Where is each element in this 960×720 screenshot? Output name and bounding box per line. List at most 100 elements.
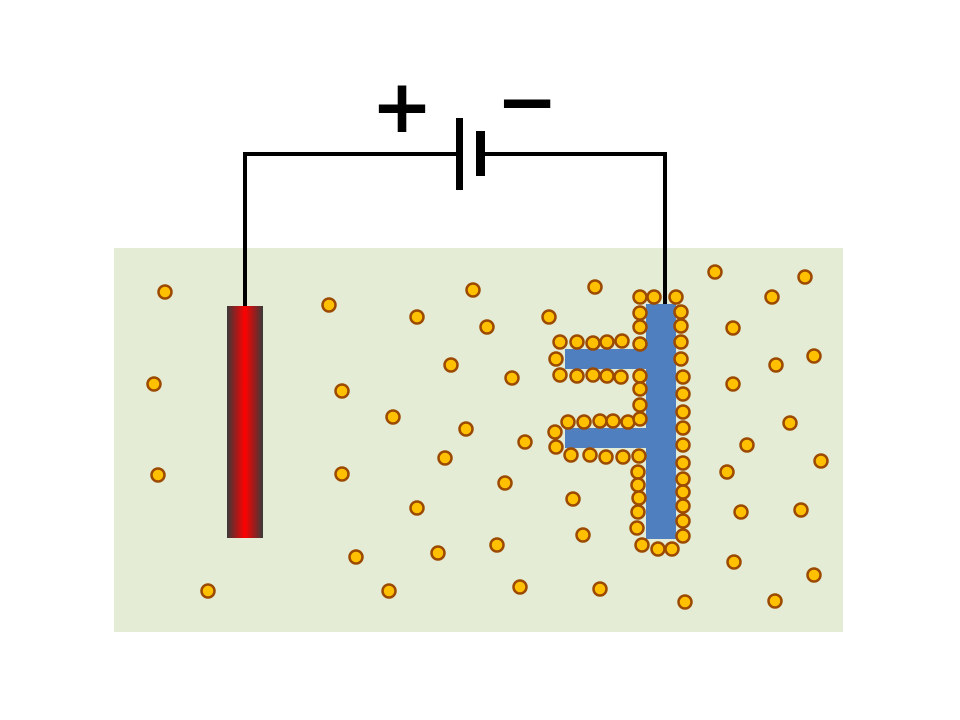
anode-electrode — [227, 306, 263, 538]
metal-ion — [793, 502, 809, 518]
battery-positive-plate — [456, 118, 463, 190]
wire-cathode — [480, 152, 667, 304]
metal-ion — [321, 297, 337, 313]
electrolyte-tank — [114, 248, 843, 632]
metal-ion — [719, 464, 735, 480]
deposited-metal-ion — [632, 319, 648, 335]
deposited-metal-ion — [569, 334, 585, 350]
metal-ion — [764, 289, 780, 305]
cathode-object — [565, 304, 676, 539]
metal-ion — [430, 545, 446, 561]
metal-ions — [146, 264, 829, 610]
metal-ion — [767, 593, 783, 609]
metal-ion — [797, 269, 813, 285]
cathode-upper-arm — [565, 349, 647, 369]
metal-ion — [806, 348, 822, 364]
metal-ion — [458, 421, 474, 437]
metal-ion — [565, 491, 581, 507]
metal-ion — [813, 453, 829, 469]
deposited-metal-ion — [547, 424, 563, 440]
deposited-metal-ion — [630, 504, 646, 520]
deposited-metal-ion — [675, 528, 691, 544]
deposited-metal-ion — [675, 513, 691, 529]
deposited-metal-ion — [599, 334, 615, 350]
metal-ion — [587, 279, 603, 295]
metal-ion — [733, 504, 749, 520]
deposited-metal-ion — [675, 455, 691, 471]
deposited-metal-ion — [664, 541, 680, 557]
deposited-metal-ion — [548, 351, 564, 367]
metal-ion — [575, 527, 591, 543]
deposited-metal-ion — [585, 367, 601, 383]
deposited-metal-ion — [673, 334, 689, 350]
metal-ion — [146, 376, 162, 392]
metal-ion — [489, 537, 505, 553]
battery-icon — [456, 118, 485, 190]
deposited-metal-ion — [631, 490, 647, 506]
deposited-metal-ion — [615, 449, 631, 465]
metal-ion — [385, 409, 401, 425]
metal-ion — [782, 415, 798, 431]
deposited-metal-ion — [673, 304, 689, 320]
deposited-metal-ion — [632, 368, 648, 384]
metal-ion — [348, 549, 364, 565]
metal-ion — [806, 567, 822, 583]
metal-ion — [726, 554, 742, 570]
deposited-metal-ion — [673, 318, 689, 334]
metal-ion — [725, 376, 741, 392]
deposited-metal-ion — [675, 404, 691, 420]
cathode-stem — [646, 304, 676, 539]
deposited-metal-ion — [646, 289, 662, 305]
deposited-metal-ion — [675, 437, 691, 453]
metal-ion — [512, 579, 528, 595]
metal-ion — [437, 450, 453, 466]
deposited-metal-ion — [598, 449, 614, 465]
metal-ion — [517, 434, 533, 450]
metal-ion — [443, 357, 459, 373]
metal-ion — [504, 370, 520, 386]
positive-terminal-label: + — [371, 64, 433, 150]
deposited-metal-ion — [560, 414, 576, 430]
metal-ion — [497, 475, 513, 491]
deposited-metal-ion — [582, 447, 598, 463]
deposited-metal-ion — [599, 368, 615, 384]
deposited-metal-ion — [675, 369, 691, 385]
deposited-metal-ion — [605, 413, 621, 429]
deposited-metal-ion — [613, 369, 629, 385]
deposited-metal-ion — [634, 537, 650, 553]
deposited-metal-ion — [632, 305, 648, 321]
cathode-lower-arm — [565, 428, 647, 448]
deposited-metal-ion — [563, 447, 579, 463]
deposited-metal-ion — [673, 351, 689, 367]
deposited-metal-ion — [629, 520, 645, 536]
metal-ion — [541, 309, 557, 325]
metal-ion — [592, 581, 608, 597]
deposited-metal-ion — [675, 498, 691, 514]
deposited-metal-ion — [631, 448, 647, 464]
deposited-metal-ion — [668, 289, 684, 305]
wire-anode — [243, 152, 459, 306]
deposited-metal-ion — [552, 334, 568, 350]
deposited-metal-ion — [675, 471, 691, 487]
deposited-metal-ion — [632, 411, 648, 427]
metal-ion — [768, 357, 784, 373]
metal-ion — [200, 583, 216, 599]
metal-ion — [381, 583, 397, 599]
metal-ion — [479, 319, 495, 335]
deposited-metal-ion — [632, 289, 648, 305]
deposited-metal-ion — [585, 335, 601, 351]
metal-ion — [707, 264, 723, 280]
deposited-metal-ion — [675, 484, 691, 500]
metal-ion — [334, 466, 350, 482]
metal-ion — [334, 383, 350, 399]
battery-negative-plate — [476, 131, 485, 176]
deposited-metal-ion — [630, 477, 646, 493]
metal-ion — [150, 467, 166, 483]
deposited-metal-ion — [650, 541, 666, 557]
metal-ion — [465, 282, 481, 298]
deposited-metal-ion — [552, 367, 568, 383]
deposited-metal-ion — [632, 381, 648, 397]
metal-ion — [409, 309, 425, 325]
deposited-metal-ion — [675, 420, 691, 436]
